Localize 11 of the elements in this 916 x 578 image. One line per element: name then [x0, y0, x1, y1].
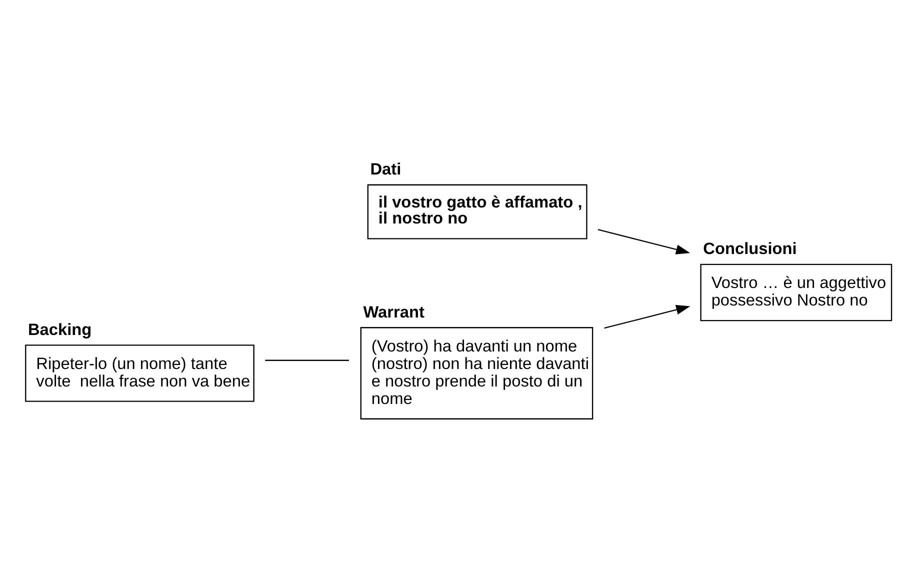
arrow [604, 304, 690, 329]
node-label: Dati [370, 160, 402, 179]
arrow [598, 228, 690, 254]
connector [265, 360, 349, 361]
node-box: Vostro … è un aggettivo possessivo Nostro no [700, 264, 892, 322]
node-label: Warrant [363, 303, 424, 322]
node-label: Backing [28, 320, 92, 339]
node-box: (Vostro) ha davanti un nome (nostro) non ha niente davanti e nostro prende il posto di un nome [360, 327, 594, 420]
node-label: Conclusioni [703, 240, 797, 258]
node-box: Ripeter-lo (un nome) tante volte nella frase non va bene [25, 344, 254, 402]
node-box: il vostro gatto è affamato , il nostro no [367, 184, 588, 240]
